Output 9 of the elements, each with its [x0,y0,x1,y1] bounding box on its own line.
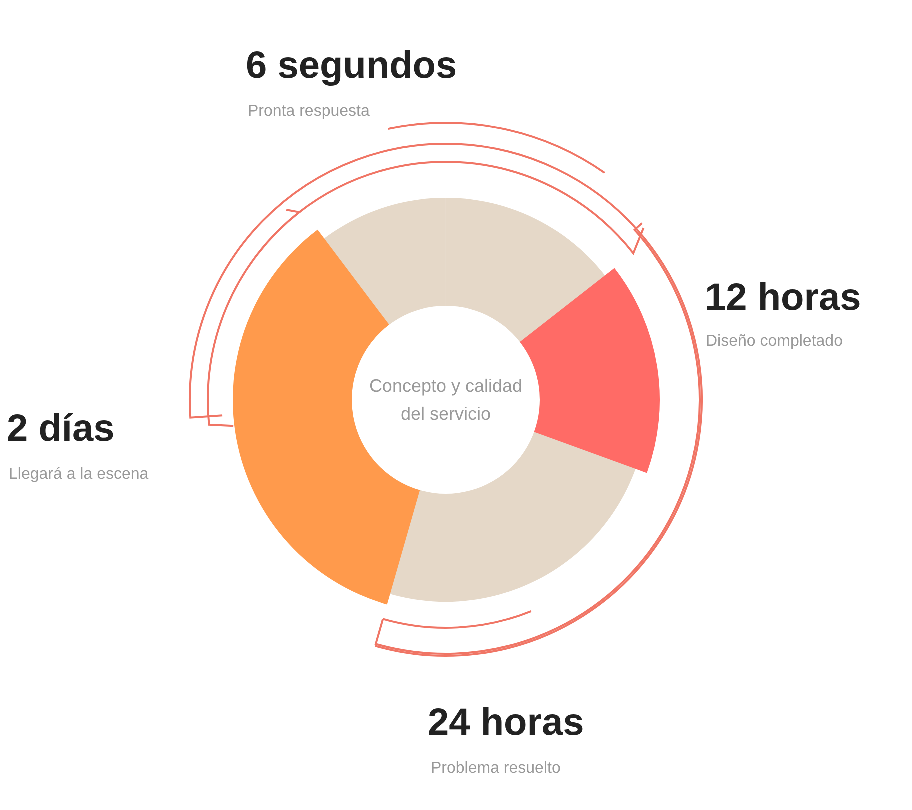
caption-text: Pronta respuesta [248,103,370,121]
value-heading: 12 horas [705,277,862,320]
caption-text: Problema resuelto [431,760,561,778]
caption-text: Llegará a la escena [9,466,149,484]
value-heading: 24 horas [428,702,584,745]
center-label: Concepto y calidad del servicio [368,375,524,426]
value-heading: 6 segundos [246,45,458,88]
value-heading: 2 días [7,408,115,451]
caption-text: Diseño completado [706,333,843,351]
